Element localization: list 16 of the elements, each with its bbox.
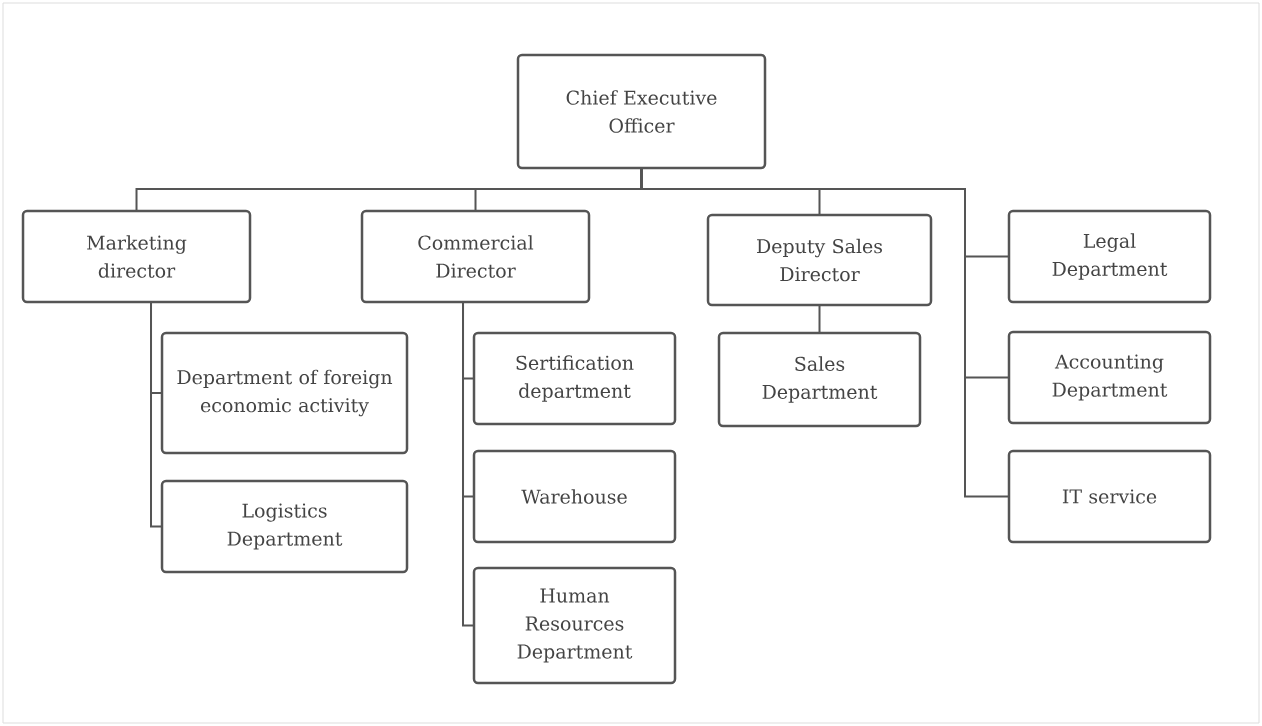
connector-line: [150, 301, 163, 528]
org-box: Human Resources Department: [472, 566, 677, 685]
org-box: Legal Department: [1007, 209, 1212, 304]
org-box: Sertification department: [472, 331, 677, 426]
org-box: Marketing director: [21, 209, 252, 304]
org-box: Deputy Sales Director: [706, 213, 933, 307]
org-box: Accounting Department: [1007, 330, 1212, 425]
org-box: Commercial Director: [360, 209, 591, 304]
org-box: Logistics Department: [160, 479, 409, 574]
org-box: Sales Department: [717, 331, 922, 428]
connector-line: [818, 304, 821, 334]
org-box: Department of foreign economic activity: [160, 331, 409, 455]
org-box: IT service: [1007, 449, 1212, 544]
org-box: Warehouse: [472, 449, 677, 544]
org-box: Chief Executive Officer: [516, 53, 767, 170]
connector-line: [462, 301, 475, 627]
